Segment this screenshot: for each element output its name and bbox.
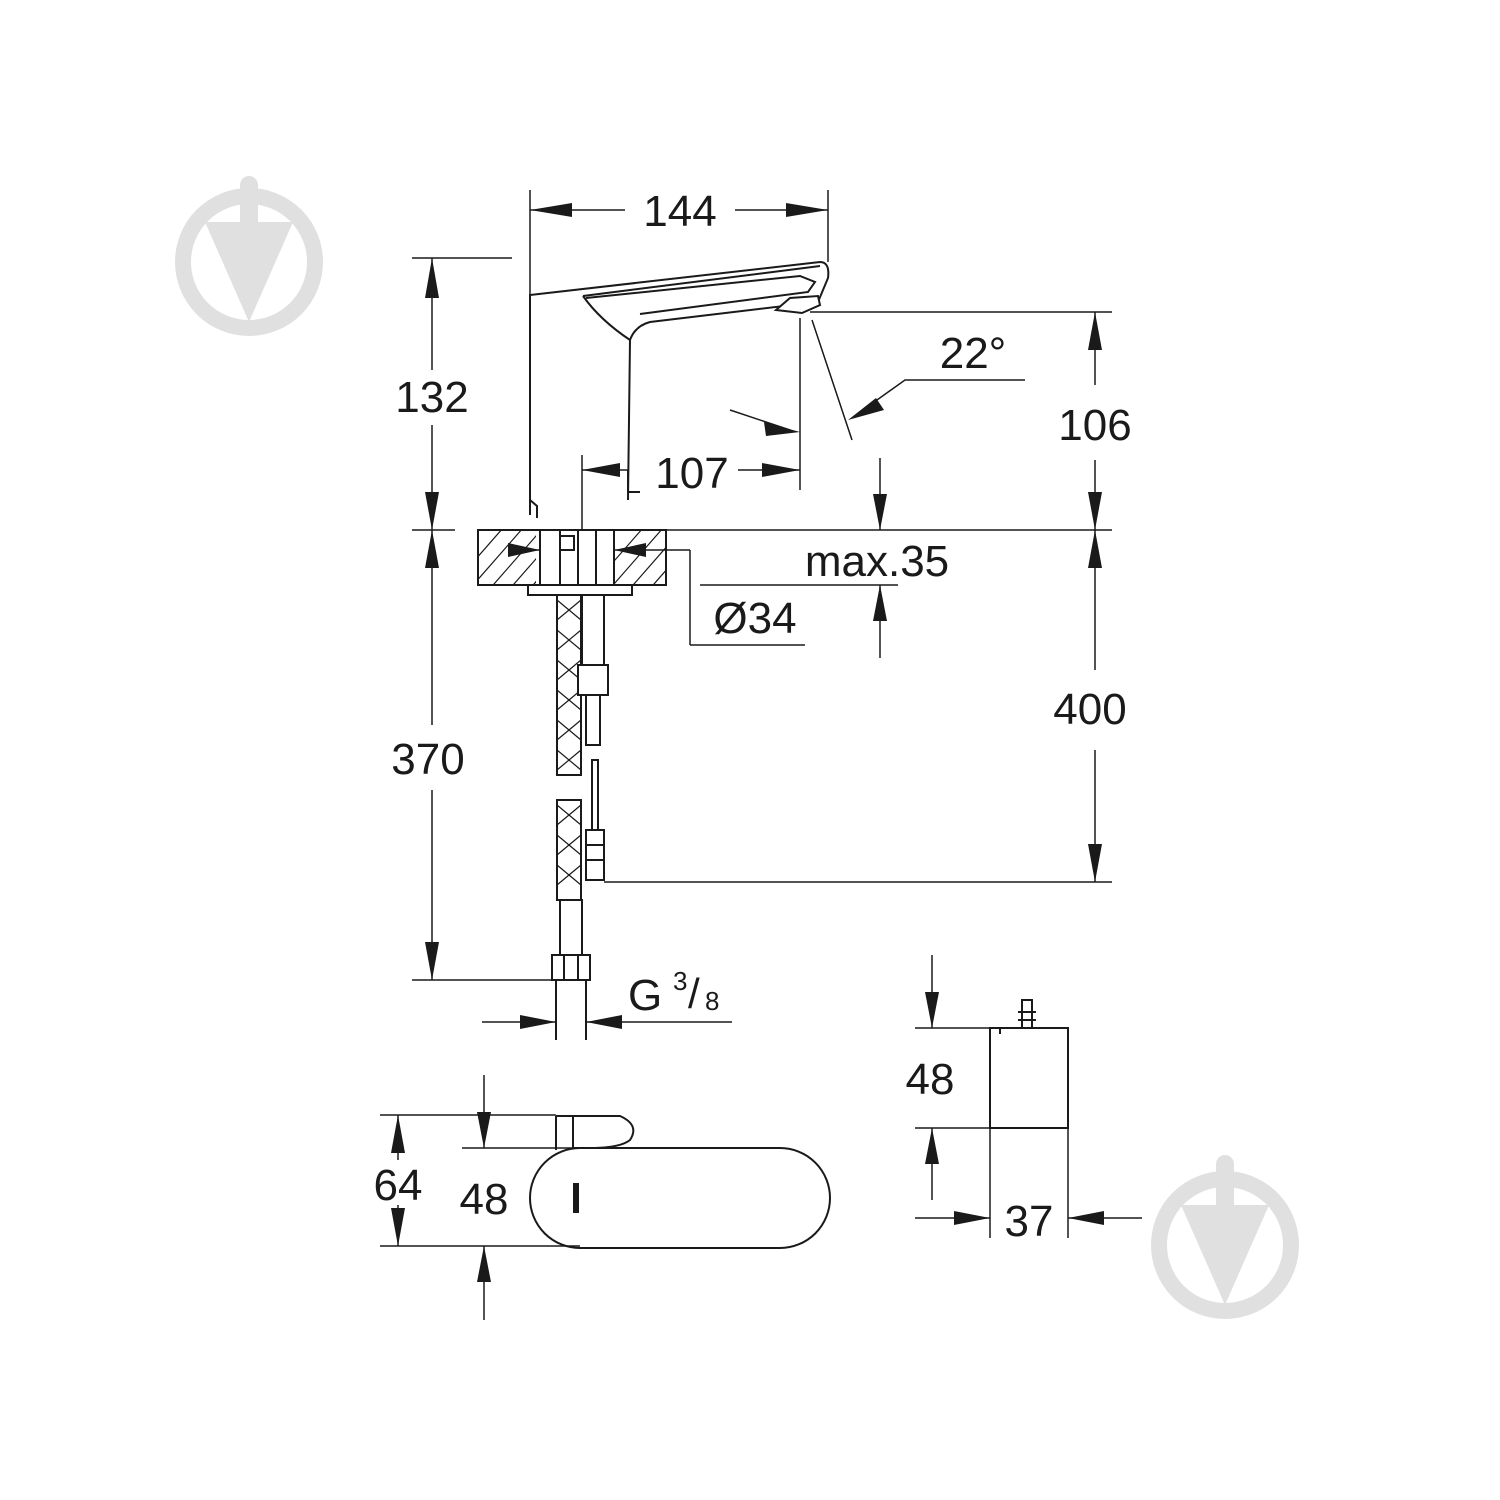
faucet-side-view xyxy=(480,190,830,531)
dim-diameter: Ø34 xyxy=(689,550,805,646)
dim-max35: max.35 xyxy=(508,458,949,658)
dim-107-label: 107 xyxy=(655,449,728,498)
dim-132: 132 xyxy=(395,257,512,530)
dim-max35-label: max.35 xyxy=(805,537,949,586)
dim-diameter-label: Ø34 xyxy=(713,594,796,643)
dim-thread-den: 8 xyxy=(705,986,719,1016)
dim-22-label: 22° xyxy=(940,329,1007,378)
dim-thread-prefix: G xyxy=(628,971,662,1020)
dim-thread-num: 3 xyxy=(673,966,687,996)
dim-106: 106 xyxy=(665,311,1132,531)
dim-top-48-label: 48 xyxy=(460,1175,509,1224)
dim-box-height-label: 48 xyxy=(906,1055,955,1104)
dim-400: 400 xyxy=(604,530,1127,883)
faucet-top-view: 64 48 xyxy=(374,1075,831,1320)
dim-370: 370 xyxy=(391,529,556,981)
dim-spray-angle: 22° xyxy=(729,318,1025,490)
dim-box-width-label: 37 xyxy=(1005,1197,1054,1246)
dim-144: 144 xyxy=(530,187,828,236)
dim-370-label: 370 xyxy=(391,735,464,784)
dim-107: 107 xyxy=(581,449,800,530)
dim-106-label: 106 xyxy=(1058,401,1131,450)
dim-thread: G 3 / 8 xyxy=(482,966,732,1029)
watermark-logo-top-left xyxy=(175,176,323,336)
countertop-section xyxy=(477,529,667,596)
dim-144-label: 144 xyxy=(643,187,716,236)
dim-400-label: 400 xyxy=(1053,685,1126,734)
dim-top-64-label: 64 xyxy=(374,1161,423,1210)
dim-132-label: 132 xyxy=(395,373,468,422)
watermark-logo-bottom-right xyxy=(1151,1155,1299,1319)
hose-cable-assembly xyxy=(551,594,609,1040)
dim-thread-slash: / xyxy=(688,970,700,1017)
control-box: 48 37 xyxy=(906,955,1142,1246)
